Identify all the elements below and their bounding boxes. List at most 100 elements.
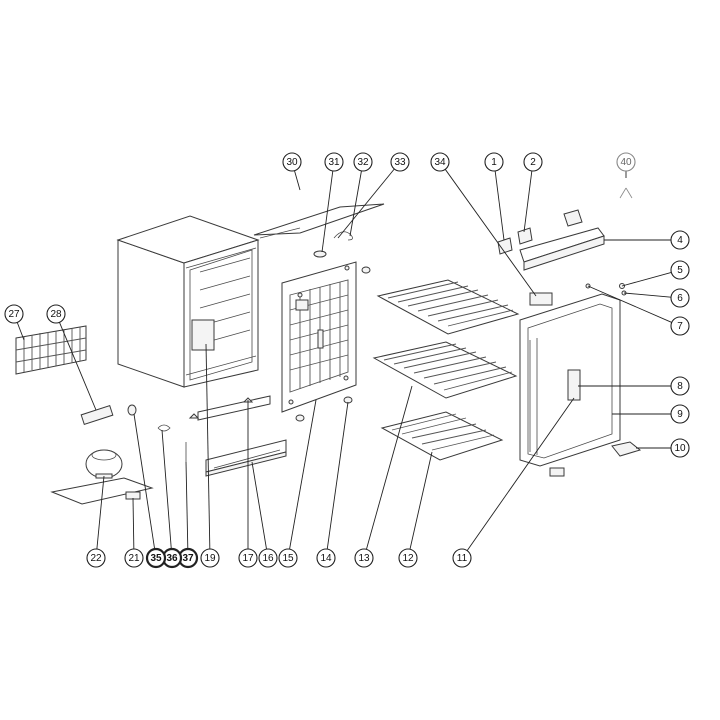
leader-line-33 (337, 168, 395, 239)
callout-11: 11 (452, 548, 472, 568)
callout-number-9: 9 (677, 409, 683, 420)
callout-circle-27 (4, 304, 24, 324)
callout-number-19: 19 (204, 553, 216, 564)
callout-27: 27 (4, 304, 24, 324)
callout-number-28: 28 (50, 309, 62, 320)
callout-4: 4 (670, 230, 690, 250)
leader-line-22 (96, 475, 105, 550)
callout-33: 33 (390, 152, 410, 172)
leader-line-1 (494, 170, 505, 241)
callout-circle-30 (282, 152, 302, 172)
callout-7: 7 (670, 316, 690, 336)
callout-35: 35 (145, 547, 167, 569)
leader-line-11 (466, 397, 575, 551)
callout-number-4: 4 (677, 235, 683, 246)
callout-circle-40 (616, 152, 636, 172)
callout-34: 34 (430, 152, 450, 172)
callout-10: 10 (670, 438, 690, 458)
callout-circle-1 (484, 152, 504, 172)
callout-number-36: 36 (166, 553, 178, 564)
callout-number-5: 5 (677, 265, 683, 276)
leader-line-30 (294, 170, 301, 191)
screw-base (188, 413, 200, 419)
base-plate (50, 477, 154, 505)
callout-5: 5 (670, 260, 690, 280)
callout-number-34: 34 (434, 157, 446, 168)
callout-number-10: 10 (674, 443, 686, 454)
door-bottom-clip (549, 467, 565, 477)
callout-circle-16 (258, 548, 278, 568)
callout-number-8: 8 (677, 381, 683, 392)
callout-number-21: 21 (128, 553, 140, 564)
leader-line-15 (289, 399, 317, 550)
callout-number-7: 7 (677, 321, 683, 332)
leader-line-35 (133, 413, 156, 550)
callout-number-37: 37 (182, 553, 194, 564)
callout-circle-35 (145, 547, 167, 569)
callout-circle-21 (124, 548, 144, 568)
condenser (15, 325, 87, 375)
callout-circle-15 (278, 548, 298, 568)
wire-shelf-bottom (380, 411, 504, 461)
callout-28: 28 (46, 304, 66, 324)
top-cover (253, 203, 385, 258)
callout-circle-22 (86, 548, 106, 568)
bracket-21 (125, 491, 141, 500)
callout-number-22: 22 (90, 553, 102, 564)
leader-line-12 (409, 451, 433, 550)
callout-circle-31 (324, 152, 344, 172)
leader-line-2 (523, 170, 533, 233)
callout-number-30: 30 (286, 157, 298, 168)
leader-line-21 (132, 497, 135, 550)
callout-number-13: 13 (358, 553, 370, 564)
leader-lines (16, 168, 672, 551)
leader-line-31 (321, 170, 334, 253)
callout-number-1: 1 (491, 157, 497, 168)
callout-13: 13 (354, 548, 374, 568)
callout-number-27: 27 (8, 309, 20, 320)
callout-circle-34 (430, 152, 450, 172)
callout-circle-19 (200, 548, 220, 568)
callout-19: 19 (200, 548, 220, 568)
evaporator-back-panel (281, 261, 357, 413)
screw-lower (295, 414, 305, 422)
callout-30: 30 (282, 152, 302, 172)
bottom-rail (197, 395, 287, 477)
callout-circle-10 (670, 438, 690, 458)
compressor (85, 449, 123, 479)
leader-line-13 (365, 385, 413, 550)
callout-circle-8 (670, 376, 690, 396)
callout-6: 6 (670, 288, 690, 308)
callout-32: 32 (353, 152, 373, 172)
control-box (529, 292, 553, 306)
callout-number-15: 15 (282, 553, 294, 564)
callout-2: 2 (523, 152, 543, 172)
callout-number-2: 2 (530, 157, 536, 168)
callout-number-35: 35 (150, 553, 162, 564)
drier (80, 404, 114, 426)
leader-line-6 (623, 292, 672, 298)
callout-number-11: 11 (457, 553, 468, 564)
callout-circle-2 (523, 152, 543, 172)
callout-16: 16 (258, 548, 278, 568)
callout-circle-6 (670, 288, 690, 308)
callout-22: 22 (86, 548, 106, 568)
wire-shelf-top (376, 279, 520, 335)
callout-12: 12 (398, 548, 418, 568)
callout-8: 8 (670, 376, 690, 396)
callout-17: 17 (238, 548, 258, 568)
callout-number-32: 32 (357, 157, 369, 168)
part-36 (157, 424, 171, 432)
leader-line-28 (59, 322, 97, 411)
callout-number-33: 33 (394, 157, 406, 168)
callout-circle-9 (670, 404, 690, 424)
top-hinge-bracket (497, 209, 605, 271)
leader-line-7 (587, 285, 672, 323)
callout-circle-11 (452, 548, 472, 568)
callout-circle-32 (353, 152, 373, 172)
callout-40: 40 (616, 152, 636, 172)
part-40 (619, 187, 633, 199)
callout-circle-4 (670, 230, 690, 250)
